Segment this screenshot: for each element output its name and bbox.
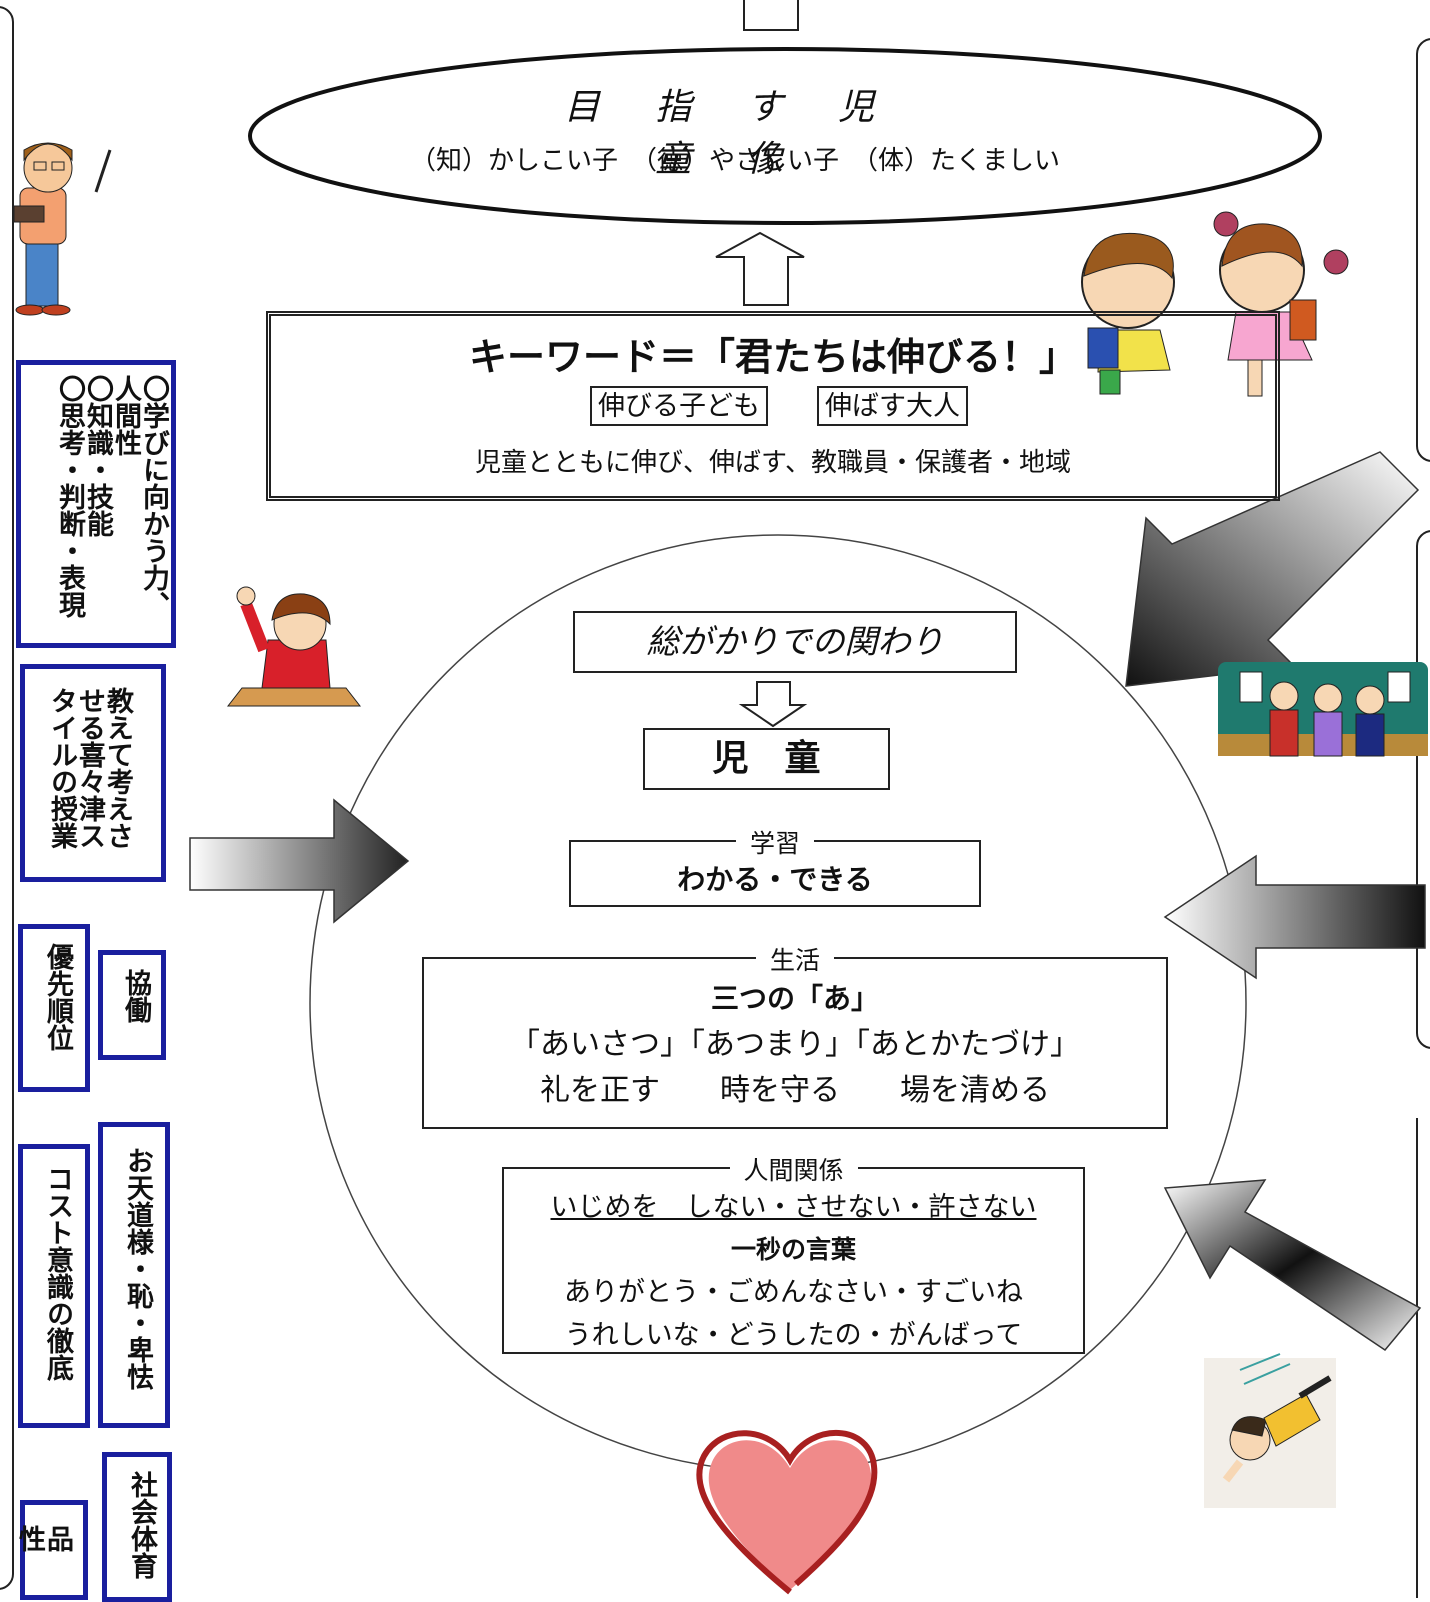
relations-line3: うれしいな・どうしたの・がんばって [564,1320,1023,1351]
classroom-teachers-icon [1218,662,1428,757]
teaching-line2: せる喜々津ス [74,687,105,849]
teaching-box: 教えて考えさ せる喜々津ス タイルの授業 [20,664,166,882]
life-box: 生活 三つの「あ」 「あいさつ」「あつまり」「あとかたづけ」 礼を正す 時を守る… [422,941,1168,1129]
keyword-description: 児童とともに伸び、伸ばす、教職員・保護者・地域 [475,448,1071,478]
girl-raising-hand-icon [226,586,362,707]
teaching-line3: タイルの授業 [46,687,77,849]
goal-ellipse [248,47,1322,225]
relations-box: 人間関係 いじめを しない・させない・許さない 一秒の言葉 ありがとう・ごめんな… [502,1151,1085,1354]
goal-title: 目 指 す 児 童 像 [563,87,897,180]
social-text: 社会体育 [126,1471,157,1579]
child-box: 児 童 [643,728,890,790]
sun-box: お天道様・恥・卑怯 [98,1122,170,1428]
teacher-icon [13,142,112,316]
life-legend: 生活 [755,941,835,977]
goal-subtitle: （知）かしこい子 （徳）やさしい子 （体）たくましい [409,146,1060,176]
keyword-box [266,311,1280,501]
teaching-line1: 教えて考えさ [102,687,133,849]
life-line1: 「あいさつ」「あつまり」「あとかたづけ」 [510,1027,1080,1062]
abilities-box: 〇学びに向かう力、 人間性 〇知識・技能 〇思考・判断・表現 [16,360,176,648]
right-arrow [1163,854,1426,980]
character-text: 品性 [14,1525,73,1552]
priority-text: 優先順位 [42,943,73,1051]
relations-legend: 人間関係 [729,1151,858,1187]
life-title: 三つの「あ」 [710,982,879,1015]
center-heading: 総がかりでの関わり [573,611,1017,673]
top-connector-box [743,0,799,31]
running-child-icon [1204,1353,1336,1508]
keyword-tag-children: 伸びる子ども [590,386,768,426]
sun-text: お天道様・恥・卑怯 [122,1147,153,1390]
keyword-title: キーワード＝「君たちは伸びる！」 [468,335,1077,379]
abilities-line1: 〇学びに向かう力、 [138,375,169,618]
study-legend: 学習 [735,824,815,860]
life-line2: 礼を正す 時を守る 場を清める [540,1073,1050,1108]
cost-box: コスト意識の徹底 [18,1144,90,1428]
right-frame-bottom [1416,1118,1430,1598]
study-text: わかる・できる [677,863,873,896]
study-box: 学習 わかる・できる [569,824,981,907]
collaboration-box: 協働 [98,950,166,1060]
heart-icon [696,1429,878,1595]
relations-line1: いじめを しない・させない・許さない [550,1192,1037,1223]
children-icon [1081,211,1349,397]
priority-box: 優先順位 [18,924,90,1092]
relations-line2: ありがとう・ごめんなさい・すごいね [564,1277,1023,1308]
abilities-line3: 〇知識・技能 [82,375,113,537]
left-arrow [189,798,410,924]
up-arrow [715,231,805,306]
keyword-tag-adults: 伸ばす大人 [817,386,968,426]
cost-text: コスト意識の徹底 [42,1165,73,1381]
abilities-line2: 人間性 [110,375,141,456]
character-box: 品性 [14,1500,88,1600]
collaboration-text: 協働 [120,969,151,1023]
diagonal-arrow-top [1125,451,1420,687]
diagonal-arrow-bottom [1163,1179,1422,1351]
abilities-line4: 〇思考・判断・表現 [54,375,85,618]
social-box: 社会体育 [102,1452,172,1602]
down-arrow-small [738,681,808,728]
relations-title: 一秒の言葉 [730,1235,856,1264]
